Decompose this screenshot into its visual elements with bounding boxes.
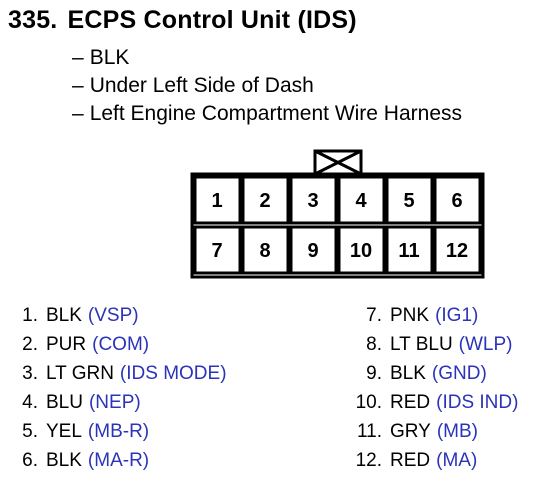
connector-cavity [193, 175, 242, 225]
pin-row: 12.RED(MA) [355, 450, 478, 471]
note-harness: –Left Engine Compartment Wire Harness [72, 102, 463, 125]
pin-row: 10.RED(IDS IND) [355, 392, 519, 413]
pin-row: 6.BLK(MA-R) [22, 450, 150, 471]
component-name: ECPS Control Unit (IDS) [67, 6, 357, 34]
connector-cavity [241, 225, 290, 275]
connector-pin-number: 9 [307, 240, 318, 262]
pin-row: 7.PNK(IG1) [366, 305, 479, 326]
pin-row: 4.BLU(NEP) [22, 392, 141, 413]
pin-row: 1.BLK(VSP) [22, 305, 139, 326]
connector-pin-number: 7 [211, 240, 222, 262]
connector-cavity [193, 225, 242, 275]
connector-cavity [289, 175, 338, 225]
note-color: –BLK [72, 46, 130, 69]
pin-list-right: 7.PNK(IG1) 8.LT BLU(WLP) 9.BLK(GND) 10.R… [340, 301, 519, 475]
connector-pin-number: 4 [355, 190, 367, 212]
pin-row: 9.BLK(GND) [366, 363, 487, 384]
pin-row: 8.LT BLU(WLP) [366, 334, 513, 355]
component-notes: –BLK –Under Left Side of Dash –Left Engi… [72, 44, 462, 128]
component-number: 335. [8, 6, 58, 34]
page-title: 335. ECPS Control Unit (IDS) [8, 6, 357, 35]
connector-cavities [193, 175, 482, 275]
pin-row: 11.GRY(MB) [356, 421, 478, 442]
connector-cavity [337, 225, 386, 275]
connector-cavity [289, 225, 338, 275]
connector-cavity [241, 175, 290, 225]
connector-cavity [433, 175, 482, 225]
connector-pin-number: 2 [259, 190, 270, 212]
connector-lock-tab [313, 149, 363, 176]
pin-row: 2.PUR(COM) [22, 334, 150, 355]
note-location: –Under Left Side of Dash [72, 74, 314, 97]
connector-pin-number: 11 [398, 240, 419, 262]
pin-row: 3.LT GRN(IDS MODE) [22, 363, 227, 384]
connector-cavity [337, 175, 386, 225]
connector-pin-number: 10 [350, 240, 372, 262]
pin-row: 5.YEL(MB-R) [22, 421, 150, 442]
connector-cavity [385, 175, 434, 225]
connector-pin-number: 1 [211, 190, 222, 212]
connector-pin-number: 3 [307, 190, 318, 212]
pin-list-left: 1.BLK(VSP) 2.PUR(COM) 3.LT GRN(IDS MODE)… [12, 301, 227, 475]
connector-pin-number: 6 [451, 190, 462, 212]
connector-pin-number: 5 [403, 190, 414, 212]
connector-pin-number: 8 [259, 240, 270, 262]
connector-cavity [385, 225, 434, 275]
connector-pin-number: 12 [446, 240, 468, 262]
connector-cavity [433, 225, 482, 275]
